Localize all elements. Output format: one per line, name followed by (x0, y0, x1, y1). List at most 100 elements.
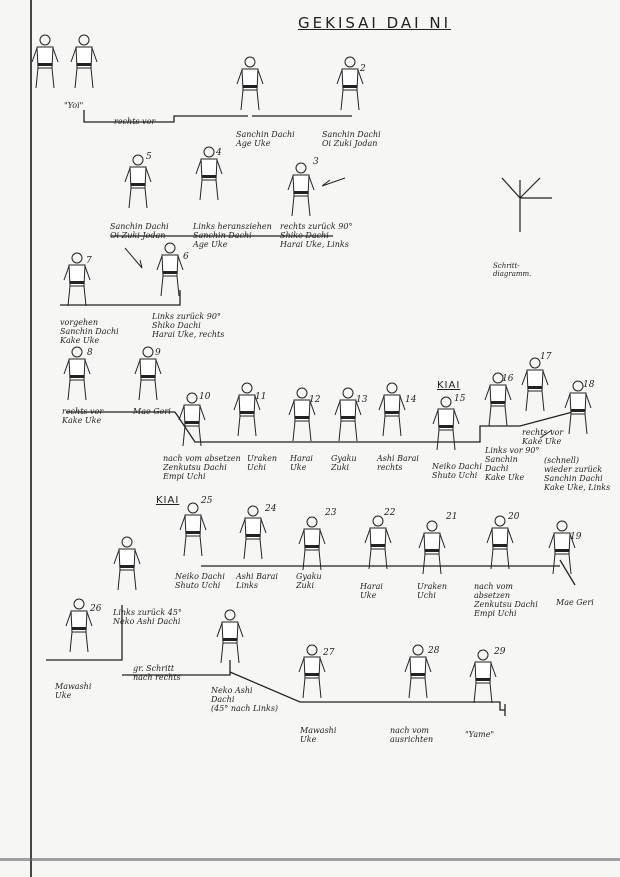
karateka-figure (179, 502, 207, 557)
move-number: 18 (583, 380, 595, 390)
karateka-figure (63, 346, 91, 401)
karateka-figure (484, 372, 512, 427)
karateka-figure (334, 387, 362, 442)
move-number: 9 (155, 348, 161, 358)
move-number: 6 (183, 252, 189, 262)
binder-margin-line (30, 0, 32, 877)
karateka-figure (65, 598, 93, 653)
karateka-figure (233, 382, 261, 437)
karateka-figure (156, 242, 184, 297)
move-label: rechts vor Kake Uke (522, 428, 564, 446)
move-label: rechts zurück 90° Shiko Dachi Harai Uke,… (280, 222, 353, 249)
move-label: Links vor 90° Sanchin Dachi Kake Uke (485, 446, 540, 482)
move-label: Sanchin Dachi Age Uke (236, 130, 295, 148)
move-label: Uraken Uchi (247, 454, 278, 472)
step-legend-symbol (501, 177, 552, 232)
move-number: 3 (313, 157, 319, 167)
step-path-line (60, 290, 181, 306)
move-label: (schnell) wieder zurück Sanchin Dachi Ka… (544, 456, 611, 492)
page-bottom-edge (0, 858, 620, 861)
karateka-figure (418, 520, 446, 575)
move-label: rechts vor Kake Uke (62, 407, 104, 425)
move-label: Neko Ashi Dachi (45° nach Links) (211, 686, 279, 713)
connector-rechts-vor: rechts vor (114, 117, 156, 126)
move-number: 29 (494, 647, 506, 657)
karateka-figure (564, 380, 592, 435)
karateka-figure (486, 515, 514, 570)
karateka-figure (288, 387, 316, 442)
karateka-figure (469, 649, 497, 704)
move-number: 14 (405, 395, 417, 405)
karateka-figure (134, 346, 162, 401)
karateka-figure (236, 56, 264, 111)
karateka-figure (404, 644, 432, 699)
move-number: 21 (446, 512, 458, 522)
karateka-figure (298, 644, 326, 699)
move-label: vorgehen Sanchin Dachi Kake Uke (60, 318, 119, 345)
karateka-figure (113, 536, 141, 591)
move-number: 7 (86, 256, 92, 266)
karateka-figure (548, 520, 576, 575)
connector-gr-schritt: gr. Schritt nach rechts (133, 664, 181, 682)
karateka-figure (298, 516, 326, 571)
move-number: 22 (384, 508, 396, 518)
move-number: 24 (265, 504, 277, 514)
direction-arrow (539, 429, 553, 439)
move-label: nach vom absetzen Zenkutsu Dachi Empi Uc… (474, 582, 538, 618)
legend-label: Schritt- diagramm. (493, 262, 532, 278)
move-label: Sanchin Dachi Oi Zuki Jodan (322, 130, 381, 148)
karateka-figure (216, 609, 244, 664)
move-label: Harai Uke (290, 454, 313, 472)
move-label: "Yame" (465, 730, 495, 739)
move-number: 17 (540, 352, 552, 362)
move-label: Mawashi Uke (55, 682, 92, 700)
karateka-figure (31, 34, 59, 89)
start-yoi-label: "Yoi" (64, 101, 84, 110)
move-label: Gyaku Zuki (296, 572, 322, 590)
move-number: 16 (502, 374, 514, 384)
karateka-figure (195, 146, 223, 201)
move-number: 25 (201, 496, 213, 506)
kiai-mark: KIAI (437, 380, 461, 391)
move-number: 19 (570, 532, 582, 542)
move-label: Ashi Barai rechts (377, 454, 419, 472)
move-number: 12 (309, 395, 321, 405)
move-number: 28 (428, 646, 440, 656)
step-path-line (46, 605, 123, 661)
move-number: 4 (216, 148, 222, 158)
move-label: Mae Geri (556, 598, 594, 607)
move-label: Mawashi Uke (300, 726, 337, 744)
step-path-line (174, 409, 581, 443)
karateka-figure (239, 505, 267, 560)
karateka-figure (336, 56, 364, 111)
move-label: Neiko Dachi Shuto Uchi (175, 572, 225, 590)
karateka-figure (63, 252, 91, 307)
direction-arrow (321, 177, 346, 187)
move-label: Uraken Uchi (417, 582, 448, 600)
move-number: 11 (255, 392, 267, 402)
move-label: Harai Uke (360, 582, 383, 600)
karateka-figure (287, 162, 315, 217)
step-path-line (559, 559, 576, 586)
move-number: 8 (87, 348, 93, 358)
karateka-figure (178, 392, 206, 447)
step-path-line (83, 110, 248, 123)
move-number: 20 (508, 512, 520, 522)
step-path-line (122, 660, 231, 676)
move-label: nach vom absetzen Zenkutsu Dachi Empi Uc… (163, 454, 241, 481)
move-number: 10 (199, 392, 211, 402)
move-label: Neiko Dachi Shuto Uchi (432, 462, 482, 480)
karateka-figure (432, 396, 460, 451)
move-label: Links zurück 45° Neko Ashi Dachi (113, 608, 182, 626)
move-label: Sanchin Dachi Oi Zuki Jodan (110, 222, 169, 240)
move-label: Mae Geri (133, 407, 171, 416)
move-number: 26 (90, 604, 102, 614)
kiai-mark: KIAI (156, 495, 180, 506)
move-label: Links zurück 90° Shiko Dachi Harai Uke, … (152, 312, 225, 339)
move-number: 13 (356, 395, 368, 405)
move-label: Ashi Barai Links (236, 572, 278, 590)
move-number: 2 (360, 64, 366, 74)
move-number: 5 (146, 152, 152, 162)
